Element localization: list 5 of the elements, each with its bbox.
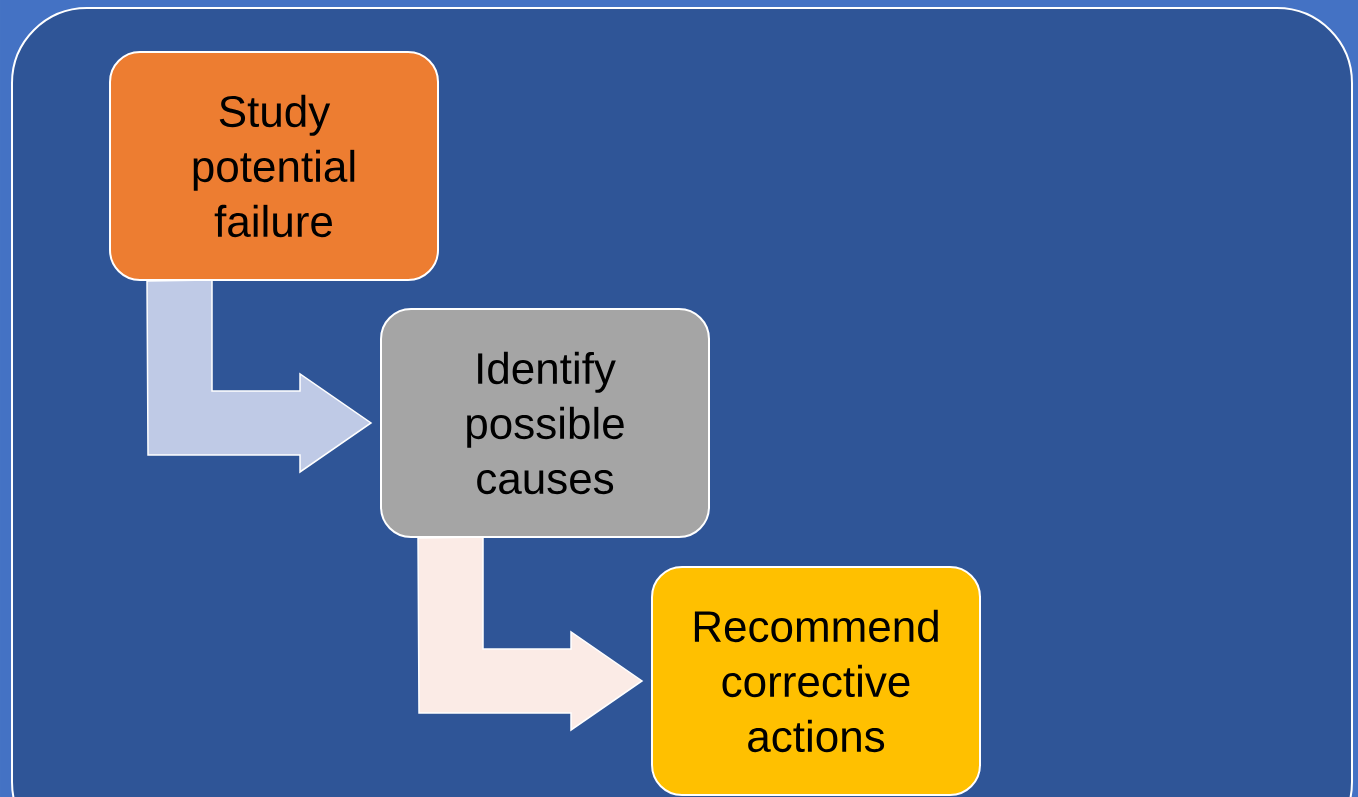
process-box: Recommend corrective actions — [651, 566, 981, 796]
bent-arrow — [146, 279, 373, 474]
bent-arrow — [417, 536, 644, 732]
process-box: Study potential failure — [109, 51, 439, 281]
process-box: Identify possible causes — [380, 308, 710, 538]
